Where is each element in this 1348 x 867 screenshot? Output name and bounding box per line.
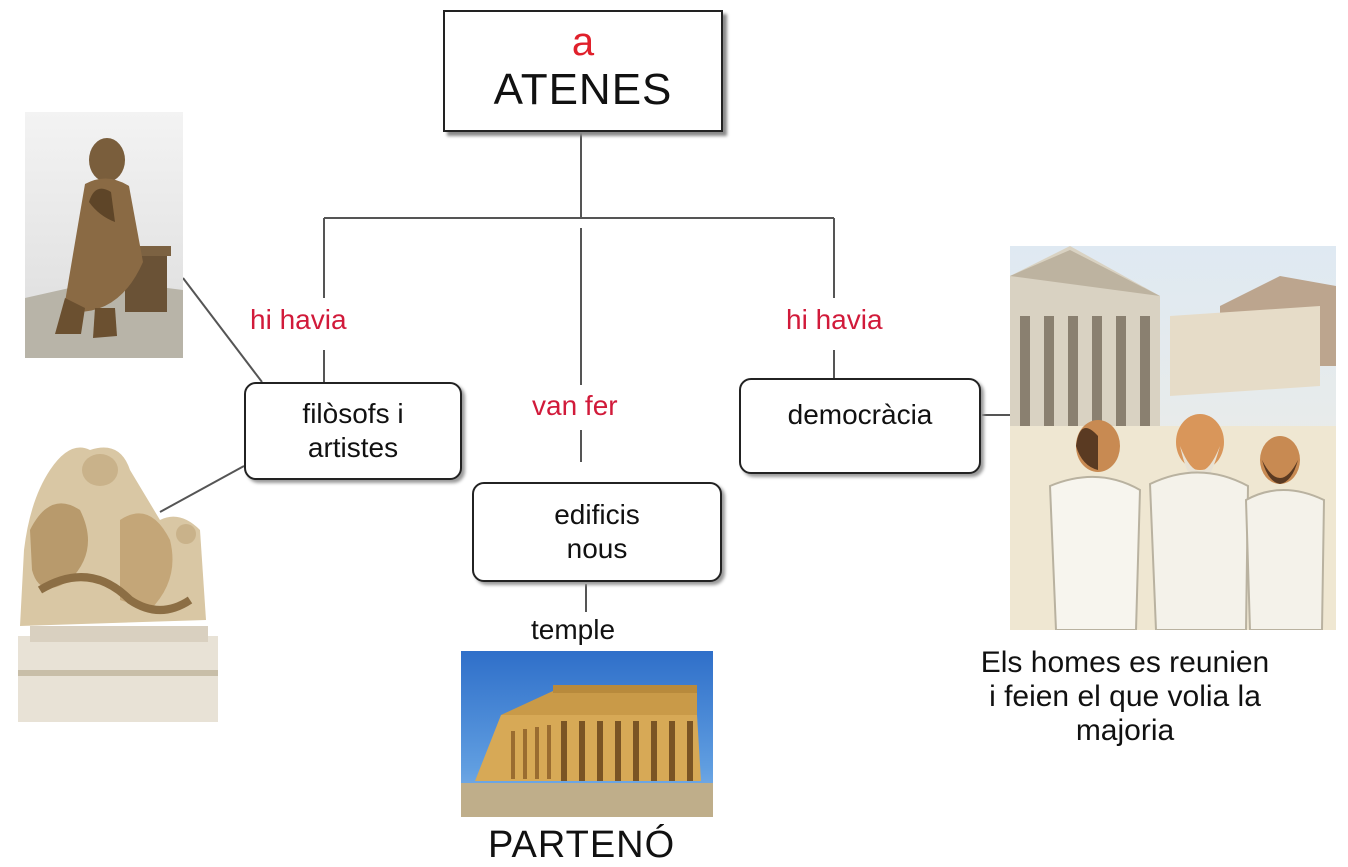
middle-relation-label: van fer (532, 390, 618, 421)
root-concept-box: a ATENES (443, 10, 723, 132)
root-concept-label: ATENES (493, 65, 673, 114)
node-democracy: democràcia (739, 378, 981, 474)
democracy-illustration (1010, 246, 1336, 630)
democracy-caption: Els homes es reunien i feien el que voli… (952, 646, 1298, 748)
parthenon-photo (461, 651, 713, 817)
right-relation-label: hi havia (786, 304, 883, 335)
node-philosophers-artists: filòsofs i artistes (244, 382, 462, 480)
democracy-caption-line1: Els homes es reunien (980, 646, 1270, 679)
node-philosophers-line2: artistes (307, 432, 399, 463)
philosopher-statue-image (25, 112, 183, 358)
laocoon-sculpture-image (10, 430, 222, 722)
parthenon-caption: PARTENÓ (488, 824, 676, 866)
node-buildings-line2: nous (566, 533, 628, 564)
temple-label: temple (531, 614, 616, 645)
node-philosophers-line1: filòsofs i (302, 398, 404, 429)
node-buildings-line1: edificis (554, 499, 640, 530)
root-connector-word: a (571, 20, 595, 64)
left-relation-label: hi havia (250, 304, 347, 335)
democracy-caption-line3: majoria (1075, 714, 1175, 747)
node-democracy-label: democràcia (787, 399, 933, 430)
democracy-caption-line2: i feien el que volia la (989, 680, 1261, 713)
node-new-buildings: edificis nous (472, 482, 722, 582)
